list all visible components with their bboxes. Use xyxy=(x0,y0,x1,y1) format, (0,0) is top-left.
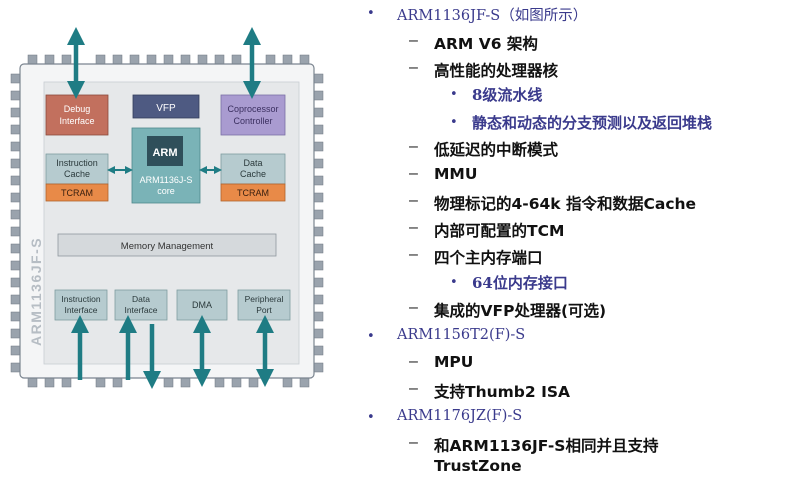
list-item-vfp: 集成的VFP处理器(可选) xyxy=(434,302,607,320)
coprocessor-controller-block xyxy=(220,94,286,136)
debug-interface-block xyxy=(45,94,109,136)
list-item-arm1156: ARM1156T2(F)-S xyxy=(397,327,526,343)
dash-icon: – xyxy=(409,138,418,155)
bullet-icon: • xyxy=(450,87,458,102)
list-item-memory-ports: 四个主内存端口 xyxy=(434,249,543,267)
list-item-armv6: ARM V6 架构 xyxy=(434,35,538,53)
list-item-mpu: MPU xyxy=(434,353,474,371)
list-item-core: 高性能的处理器核 xyxy=(434,62,559,80)
list-item-64bit: 64位内存接口 xyxy=(472,274,568,292)
arm-logo-box xyxy=(147,136,183,166)
list-item-mmu: MMU xyxy=(434,165,478,183)
vfp-block xyxy=(132,94,200,119)
arm-logo: ARM xyxy=(152,147,177,159)
list-item-arm1136: ARM1136JF-S（如图所示） xyxy=(397,8,588,24)
dash-icon: – xyxy=(409,380,418,397)
bullet-icon: • xyxy=(367,6,375,21)
list-item-interrupt: 低延迟的中断模式 xyxy=(434,141,559,159)
bullet-icon: • xyxy=(367,410,375,425)
list-item-cache: 物理标记的4-64k 指令和数据Cache xyxy=(434,195,697,213)
chip-pins xyxy=(10,54,324,388)
list-item-arm1176: ARM1176JZ(F)-S xyxy=(397,408,523,424)
dash-icon: – xyxy=(409,299,418,316)
dash-icon: – xyxy=(409,192,418,209)
list-item-pipeline: 8级流水线 xyxy=(472,86,543,104)
bullet-icon: • xyxy=(450,115,458,130)
vfp-label: VFP xyxy=(156,103,176,114)
data-tcram-label: TCRAM xyxy=(237,188,269,198)
dash-icon: – xyxy=(409,219,418,236)
dash-icon: – xyxy=(409,32,418,49)
instruction-tcram-block xyxy=(45,183,109,202)
memory-management-label: Memory Management xyxy=(121,241,214,252)
chip-label: ARM1136JF-S xyxy=(28,237,44,346)
dash-icon: – xyxy=(409,353,418,370)
list-item-tcm: 内部可配置的TCM xyxy=(434,222,565,240)
dash-icon: – xyxy=(409,246,418,263)
list-item-trustzone-line1: 和ARM1136JF-S相同并且支持 xyxy=(434,437,659,455)
dash-icon: – xyxy=(409,165,418,182)
bullet-icon: • xyxy=(450,275,458,290)
dash-icon: – xyxy=(409,59,418,76)
bullet-icon: • xyxy=(367,329,375,344)
data-tcram-block xyxy=(220,183,286,202)
dma-label: DMA xyxy=(192,300,212,310)
instruction-tcram-label: TCRAM xyxy=(61,188,93,198)
dash-icon: – xyxy=(409,434,418,451)
list-item-thumb2: 支持Thumb2 ISA xyxy=(434,383,570,401)
list-item-trustzone-line2: TrustZone xyxy=(434,457,522,475)
memory-management-block xyxy=(57,233,277,257)
list-item-branch-prediction: 静态和动态的分支预测以及返回堆栈 xyxy=(472,114,713,132)
